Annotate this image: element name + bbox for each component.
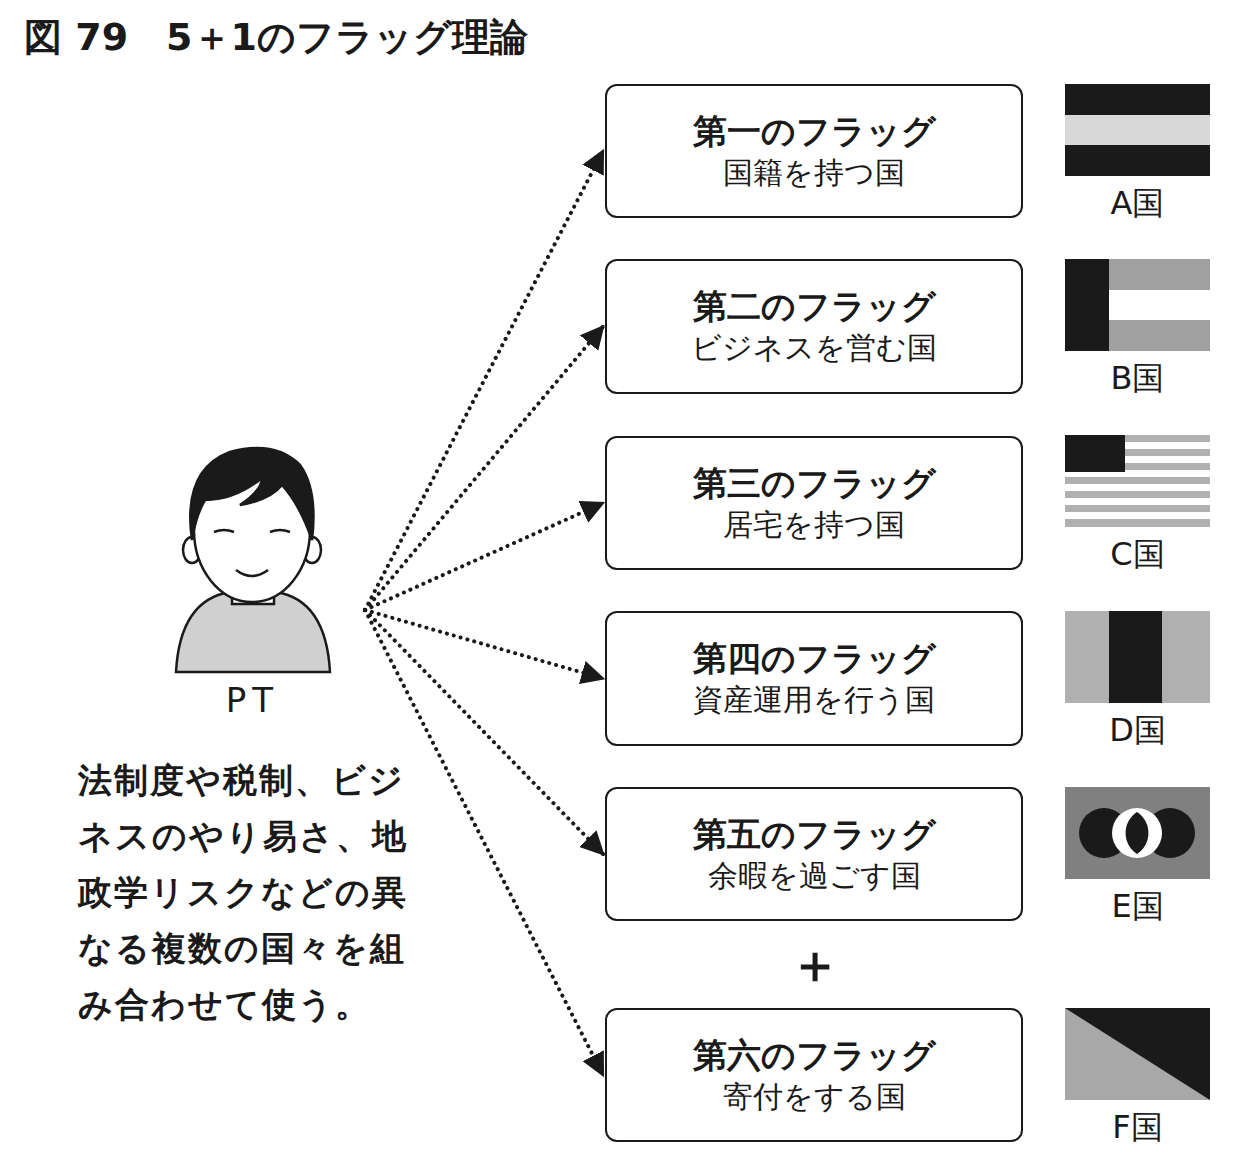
dotted-arrow xyxy=(365,503,603,610)
diagram-title: 図 79 5＋1のフラッグ理論 xyxy=(24,12,528,63)
flag-d xyxy=(1065,611,1210,703)
country-label: B国 xyxy=(1065,357,1210,401)
flag-f xyxy=(1065,1008,1210,1100)
flag-box: 第三のフラッグ居宅を持つ国 xyxy=(605,436,1023,570)
dotted-arrow xyxy=(365,327,603,611)
person-label: PT xyxy=(170,680,335,720)
box-heading: 第六のフラッグ xyxy=(693,1033,936,1077)
box-heading: 第二のフラッグ xyxy=(693,284,936,328)
box-heading: 第一のフラッグ xyxy=(693,109,936,153)
person-node: PT xyxy=(170,440,360,730)
box-heading: 第三のフラッグ xyxy=(693,461,936,505)
dotted-arrow xyxy=(365,151,603,610)
description-note: 法制度や税制、ビジネスのやり易さ、地政学リスクなどの異なる複数の国々を組み合わせ… xyxy=(78,752,408,1032)
box-body: 居宅を持つ国 xyxy=(723,505,905,546)
country-label: C国 xyxy=(1065,533,1210,577)
flag-box: 第二のフラッグビジネスを営む国 xyxy=(605,259,1023,394)
person-illustration xyxy=(176,448,330,672)
flag-c xyxy=(1065,435,1210,527)
country-label: E国 xyxy=(1065,885,1210,929)
box-body: 寄付をする国 xyxy=(723,1077,906,1118)
country-label: D国 xyxy=(1065,709,1210,753)
flag-box: 第一のフラッグ国籍を持つ国 xyxy=(605,84,1023,218)
box-body: 余暇を過ごす国 xyxy=(708,856,921,897)
flag-box: 第六のフラッグ寄付をする国 xyxy=(605,1008,1023,1142)
country-label: A国 xyxy=(1065,182,1210,226)
flag-e xyxy=(1065,787,1210,879)
box-body: 国籍を持つ国 xyxy=(723,153,905,194)
box-body: ビジネスを営む国 xyxy=(691,328,937,369)
flag-a xyxy=(1065,84,1210,176)
plus-sign: ＋ xyxy=(775,930,855,1000)
box-heading: 第五のフラッグ xyxy=(693,812,936,856)
flag-box: 第五のフラッグ余暇を過ごす国 xyxy=(605,787,1023,921)
country-label: F国 xyxy=(1065,1106,1210,1150)
flag-box: 第四のフラッグ資産運用を行う国 xyxy=(605,611,1023,746)
box-body: 資産運用を行う国 xyxy=(693,680,935,721)
flag-b xyxy=(1065,259,1210,351)
box-heading: 第四のフラッグ xyxy=(693,636,936,680)
